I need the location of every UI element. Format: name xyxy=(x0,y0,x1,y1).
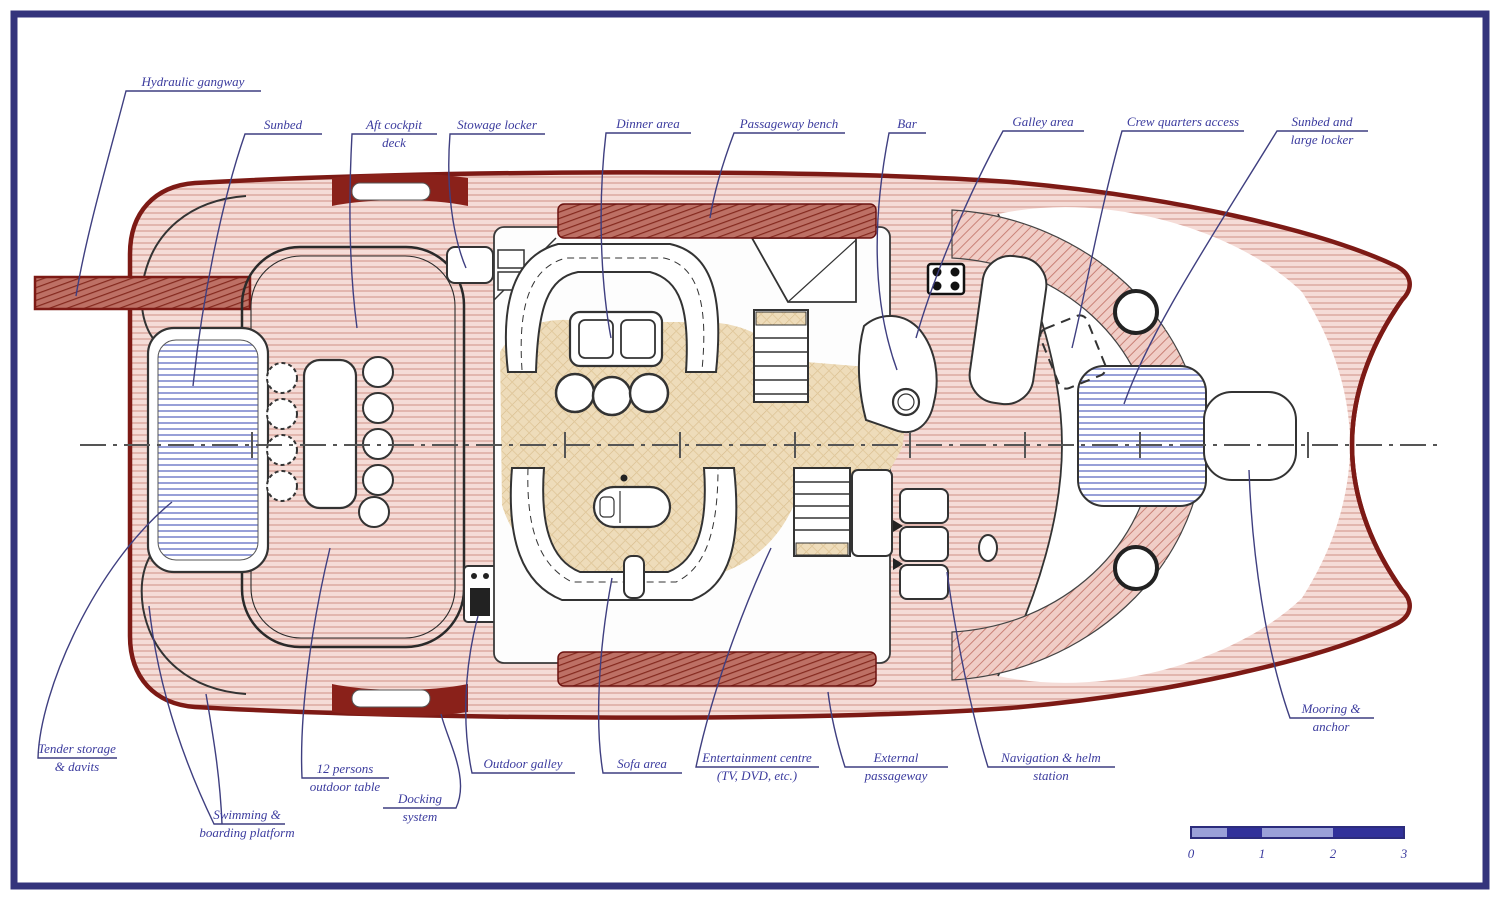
aft-cockpit xyxy=(146,245,499,649)
leader-passageway-bench xyxy=(709,132,845,219)
dinner-table xyxy=(568,310,664,368)
label-mooring-line1: Mooring & xyxy=(1301,701,1362,716)
label-hydraulic-gangway: Hydraulic gangway xyxy=(141,74,245,89)
sofa-area-furniture xyxy=(509,467,738,601)
leader-outdoor-table xyxy=(300,547,389,779)
label-entertainment-line2: (TV, DVD, etc.) xyxy=(717,768,797,783)
label-stowage-locker: Stowage locker xyxy=(457,117,538,132)
labels: Hydraulic gangway Sunbed Aft cockpit dec… xyxy=(38,74,1361,840)
passageway-bench-bottom xyxy=(557,651,877,687)
scale-tick-3: 3 xyxy=(1400,846,1408,861)
scale-tick-0: 0 xyxy=(1188,846,1195,861)
label-entertainment-line1: Entertainment centre xyxy=(701,750,812,765)
label-galley-area: Galley area xyxy=(1012,114,1074,129)
label-docking-line2: system xyxy=(403,809,438,824)
bow-bridge-line xyxy=(1349,298,1404,592)
leader-swimming-2 xyxy=(205,693,223,825)
galley-stove xyxy=(926,262,966,296)
label-mooring-line2: anchor xyxy=(1313,719,1351,734)
galley-bar-nav xyxy=(857,254,1048,600)
stairs-starboard xyxy=(793,467,893,557)
leader-external-passageway xyxy=(827,691,948,768)
label-sunbed-locker-line1: Sunbed and xyxy=(1291,114,1353,129)
outdoor-galley-unit xyxy=(463,565,499,623)
leader-sofa-area xyxy=(597,577,682,774)
leader-entertainment xyxy=(695,547,819,768)
label-navigation-line2: station xyxy=(1033,768,1068,783)
leader-lines xyxy=(37,90,1374,825)
label-outdoor-table-line1: 12 persons xyxy=(317,761,374,776)
label-external-line2: passageway xyxy=(864,768,928,783)
leader-aft-cockpit-deck xyxy=(349,133,437,329)
hydraulic-gangway-plank xyxy=(33,275,252,311)
scale-bar: 0 1 2 3 xyxy=(1188,826,1408,861)
leader-outdoor-galley xyxy=(465,615,575,774)
leader-sunbed-large-locker xyxy=(1123,130,1368,405)
label-navigation-line1: Navigation & helm xyxy=(1000,750,1101,765)
label-sofa-area: Sofa area xyxy=(617,756,667,771)
bow-sunbed xyxy=(1077,365,1207,507)
leader-sunbed-aft xyxy=(192,133,322,387)
stowage-locker-box xyxy=(446,246,494,284)
leader-swimming-1 xyxy=(148,605,285,825)
label-dinner-area: Dinner area xyxy=(615,116,680,131)
page-border-frame xyxy=(10,10,1490,890)
leader-galley-area xyxy=(915,130,1084,339)
label-swimming-line2: boarding platform xyxy=(199,825,294,840)
leader-stowage-locker xyxy=(448,133,545,269)
entertainment-cabinet xyxy=(851,469,893,557)
label-tender-line2: & davits xyxy=(55,759,99,774)
anchor-locker xyxy=(1203,391,1297,481)
label-outdoor-galley: Outdoor galley xyxy=(483,756,562,771)
leader-navigation-helm xyxy=(946,571,1115,768)
leader-bar xyxy=(876,132,926,371)
label-outdoor-table-line2: outdoor table xyxy=(310,779,381,794)
label-bar: Bar xyxy=(897,116,917,131)
crew-quarters-hatch xyxy=(1039,314,1107,390)
aft-sunbed xyxy=(157,339,259,561)
label-external-line1: External xyxy=(873,750,919,765)
label-passageway-bench: Passageway bench xyxy=(739,116,839,131)
leader-docking-system xyxy=(383,713,462,809)
swim-ladder-bottom xyxy=(351,689,431,708)
swim-ladder-top xyxy=(351,182,431,201)
label-sunbed-locker-line2: large locker xyxy=(1291,132,1355,147)
label-aft-cockpit-line1: Aft cockpit xyxy=(365,117,422,132)
bar-counter xyxy=(857,314,938,434)
deck-hatch-top xyxy=(1113,289,1159,335)
label-swimming-line1: Swimming & xyxy=(213,807,281,822)
dinner-area-furniture xyxy=(504,243,720,417)
leader-mooring-anchor xyxy=(1248,469,1374,719)
scale-tick-1: 1 xyxy=(1259,846,1266,861)
leader-tender-storage xyxy=(37,501,173,759)
label-sunbed-aft: Sunbed xyxy=(264,117,303,132)
foredeck xyxy=(951,207,1350,683)
outdoor-table-chairs xyxy=(266,356,394,528)
scale-tick-2: 2 xyxy=(1330,846,1337,861)
nav-helm-seats xyxy=(893,488,949,600)
sofa-table xyxy=(592,485,672,529)
galley-counter xyxy=(968,254,1048,406)
deck-hatch-bottom xyxy=(1113,545,1159,591)
label-aft-cockpit-line2: deck xyxy=(382,135,406,150)
leader-crew-quarters xyxy=(1071,130,1244,349)
label-docking-line1: Docking xyxy=(397,791,443,806)
leader-dinner-area xyxy=(600,132,691,339)
leader-hydraulic-gangway xyxy=(75,90,261,297)
centerline xyxy=(80,432,1440,458)
label-tender-line1: Tender storage xyxy=(38,741,116,756)
outdoor-table-12p xyxy=(302,358,358,510)
passageway-bench-top xyxy=(557,203,877,239)
stairs-port xyxy=(750,237,857,403)
label-crew-quarters: Crew quarters access xyxy=(1127,114,1239,129)
